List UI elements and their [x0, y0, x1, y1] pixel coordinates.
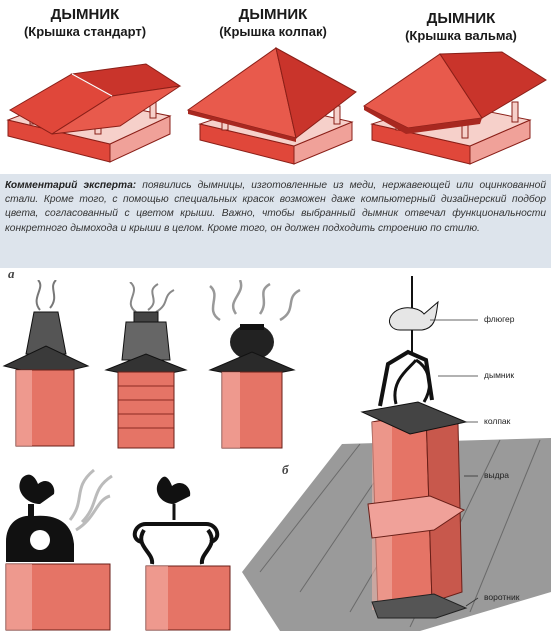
title-valma: ДЫМНИК (Крышка вальма): [405, 10, 517, 43]
label-fluger: флюгер: [484, 314, 515, 324]
label-vorotnik: воротник: [484, 592, 520, 602]
title-kolpak: ДЫМНИК (Крышка колпак): [219, 6, 327, 39]
comment-lead: Комментарий эксперта:: [5, 180, 137, 191]
illustration-chimney-1: [2, 280, 90, 447]
illustration-weathervane-chimney-1: [5, 468, 113, 631]
illustration-weathervane-chimney-2: [132, 476, 231, 631]
label-vydra: выдра: [484, 470, 510, 480]
expert-comment: Комментарий эксперта: появились дымницы,…: [0, 174, 551, 268]
title-standard: ДЫМНИК (Крышка стандарт): [23, 6, 147, 39]
label-kolpak: колпак: [484, 416, 511, 426]
illustration-valma-cap: [363, 51, 547, 165]
illustration-chimney-2: [104, 282, 188, 449]
illustration-kolpak-cap: [186, 47, 357, 165]
illustration-chimney-3: [208, 280, 301, 449]
figure-letter-a: а: [8, 266, 15, 281]
figure-letter-b: б: [282, 462, 289, 477]
illustration-chimney-on-roof: [242, 276, 551, 631]
illustration-standard-cap: [6, 63, 182, 163]
comment-text: появились дымницы, изготовленные из меди…: [5, 180, 546, 234]
label-dymnik: дымник: [484, 370, 515, 380]
